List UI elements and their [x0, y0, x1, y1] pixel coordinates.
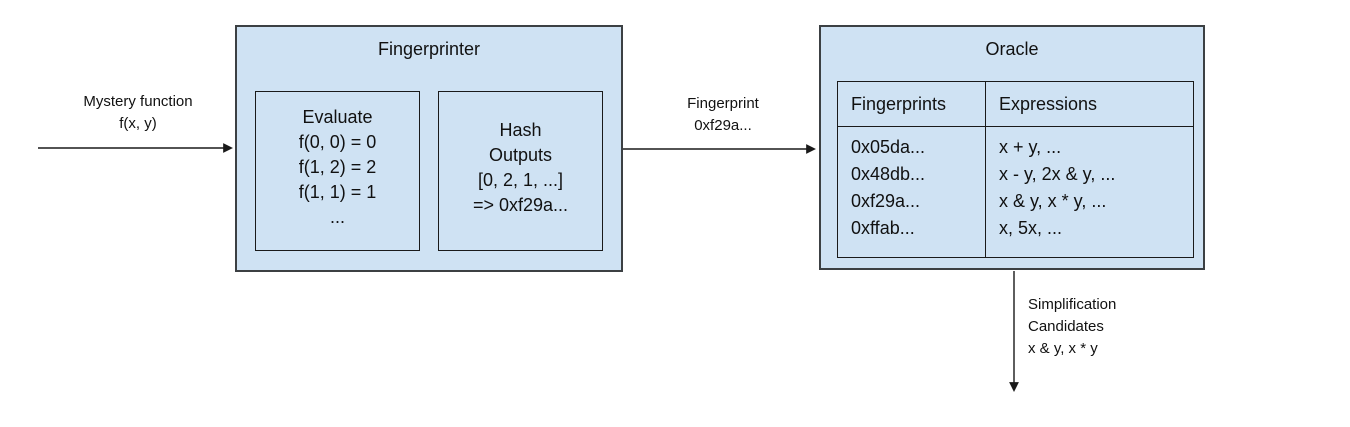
table-cell: 0x48db... — [851, 164, 926, 184]
hash-line: Hash — [499, 120, 542, 140]
mystery-function-label-line2: f(x, y) — [119, 115, 157, 132]
evaluate-line: f(1, 2) = 2 — [298, 157, 377, 177]
table-cell: x & y, x * y, ... — [999, 191, 1107, 211]
oracle-title: Oracle — [985, 39, 1039, 59]
table-cell: x + y, ... — [999, 137, 1062, 157]
table-column-fingerprints: 0x05da... 0x48db... 0xf29a... 0xffab... — [838, 127, 986, 257]
table-cell: x, 5x, ... — [999, 218, 1063, 238]
fingerprinter-title: Fingerprinter — [377, 39, 481, 59]
table-column-expressions: x + y, ... x - y, 2x & y, ... x & y, x *… — [986, 127, 1193, 257]
evaluate-box: Evaluate f(0, 0) = 0 f(1, 2) = 2 f(1, 1)… — [255, 91, 420, 251]
table-cell: 0xffab... — [851, 218, 915, 238]
mystery-function-label: Mystery function f(x, y) — [40, 91, 236, 135]
table-cell: 0xf29a... — [851, 191, 921, 211]
fingerprint-label-line2: 0xf29a... — [694, 117, 752, 134]
evaluate-line: f(1, 1) = 1 — [298, 182, 377, 202]
oracle-table: Fingerprints Expressions 0x05da... 0x48d… — [837, 81, 1194, 258]
hash-outputs-box: Hash Outputs [0, 2, 1, ...] => 0xf29a... — [438, 91, 603, 251]
table-header-fingerprints: Fingerprints — [838, 82, 986, 127]
fingerprint-label: Fingerprint 0xf29a... — [648, 93, 798, 137]
hash-line: Outputs — [488, 145, 553, 165]
fingerprint-label-line1: Fingerprint — [687, 95, 759, 112]
evaluate-line: f(0, 0) = 0 — [298, 132, 377, 152]
simplification-candidates-label: Simplification Candidates x & y, x * y — [1028, 294, 1198, 360]
table-cell: x - y, 2x & y, ... — [999, 164, 1116, 184]
evaluate-line: Evaluate — [302, 107, 373, 127]
table-header-expressions: Expressions — [986, 82, 1193, 127]
hash-line: [0, 2, 1, ...] — [477, 170, 564, 190]
simplification-label-line2: Candidates — [1028, 318, 1104, 335]
simplification-label-line3: x & y, x * y — [1028, 340, 1098, 357]
evaluate-line: ... — [329, 207, 345, 227]
oracle-box: Oracle Fingerprints Expressions 0x05da..… — [819, 25, 1205, 270]
fingerprinter-box: Fingerprinter Evaluate f(0, 0) = 0 f(1, … — [235, 25, 623, 272]
mystery-function-label-line1: Mystery function — [83, 93, 193, 110]
table-cell: 0x05da... — [851, 137, 926, 157]
simplification-label-line1: Simplification — [1028, 296, 1117, 313]
hash-line: => 0xf29a... — [472, 195, 569, 215]
